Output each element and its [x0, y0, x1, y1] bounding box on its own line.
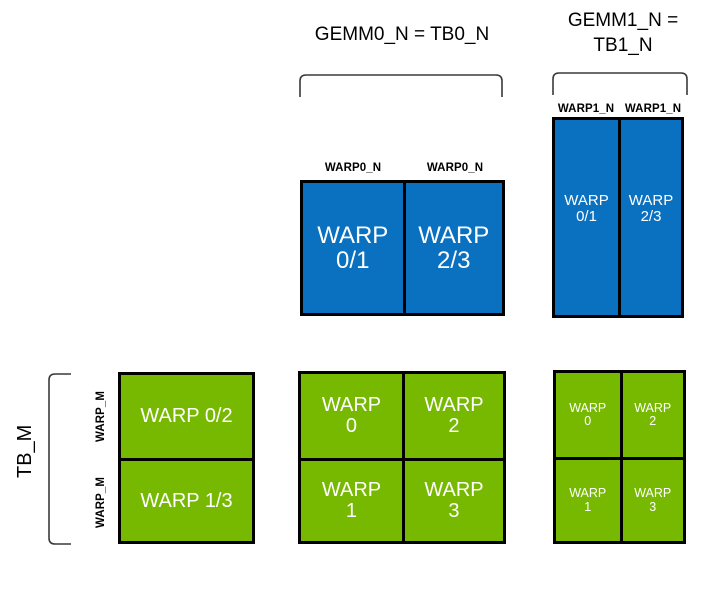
tb-m-label: TB_M: [14, 424, 36, 478]
green-cell-warp-0-2[interactable]: WARP 0/2: [140, 405, 233, 427]
green-cell-warp-2[interactable]: WARP 2: [402, 374, 503, 458]
gemm0-brace: [298, 72, 504, 98]
green-cell-warp-0[interactable]: WARP 0: [569, 400, 607, 428]
green-cell-warp-0[interactable]: WARP 0: [321, 393, 382, 437]
gemm0-title: GEMM0_N = TB0_N: [314, 24, 490, 45]
blue-cell-warp-2-3[interactable]: WARP 2/3: [402, 183, 503, 313]
tb-m-brace: [46, 372, 72, 546]
blue-cell-warp-0-1[interactable]: WARP 0/1: [317, 221, 389, 274]
warp1n-caption-left: WARP1_N: [557, 103, 615, 115]
blue-cell-warp-0-1[interactable]: WARP 0/1: [564, 191, 609, 225]
warp0n-caption-left: WARP0_N: [324, 162, 382, 174]
warp-m-caption-top: WARP_M: [95, 390, 107, 442]
green-cell-warp-1[interactable]: WARP 1: [556, 457, 620, 541]
green-cell-warp-1[interactable]: WARP 1: [301, 457, 402, 542]
left-green-group: WARP 0/2 WARP 1/3: [118, 372, 255, 544]
mid-green-group: WARP 0 WARP 2 WARP 1 WARP 3: [298, 371, 506, 544]
gemm1-title: GEMM1_N = TB1_N: [567, 10, 679, 56]
green-cell-warp-2[interactable]: WARP 2: [619, 373, 684, 457]
warp1n-caption-right: WARP1_N: [624, 103, 682, 115]
gemm1-blue-group: WARP 0/1 WARP 2/3: [552, 117, 684, 318]
blue-cell-warp-2-3[interactable]: WARP 2/3: [618, 120, 681, 315]
green-cell-warp-1-3[interactable]: WARP 1/3: [121, 458, 252, 541]
warp-m-caption-bottom: WARP_M: [95, 476, 107, 528]
gemm1-brace: [551, 70, 689, 96]
gemm0-blue-group: WARP 0/1 WARP 2/3: [300, 180, 505, 316]
green-cell-warp-3[interactable]: WARP 3: [619, 457, 683, 541]
green-cell-warp-3[interactable]: WARP 3: [402, 457, 503, 541]
right-green-group: WARP 0 WARP 2 WARP 1 WARP 3: [553, 370, 686, 544]
warp0n-caption-right: WARP0_N: [426, 162, 484, 174]
